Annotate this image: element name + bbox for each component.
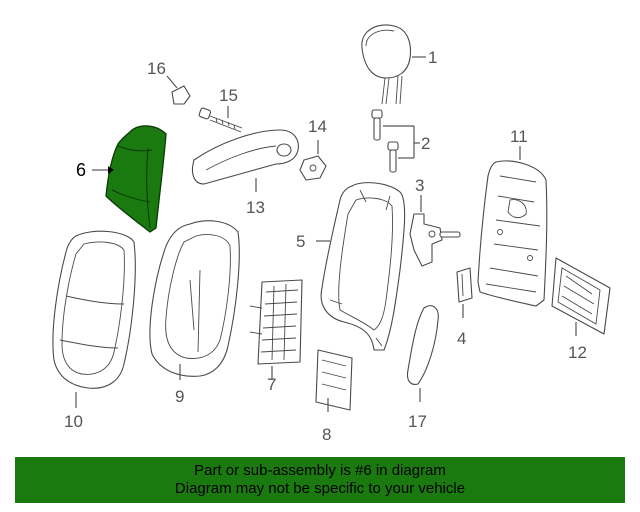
callout-9: 9 <box>175 387 184 406</box>
callout-6: 6 <box>76 160 86 180</box>
callout-15: 15 <box>219 86 238 105</box>
callout-4: 4 <box>457 329 466 348</box>
part-6-seatback-panel[interactable] <box>105 125 167 233</box>
part-3-bracket[interactable] <box>409 213 461 267</box>
part-16-cap[interactable] <box>171 85 191 105</box>
callout-5: 5 <box>296 232 305 251</box>
part-13-armrest[interactable] <box>191 129 299 185</box>
part-14-hinge[interactable] <box>299 155 327 181</box>
part-17-side-trim[interactable] <box>406 305 439 385</box>
part-2-headrest-guides[interactable] <box>371 109 399 173</box>
callout-2: 2 <box>421 134 430 153</box>
callout-11: 11 <box>510 127 528 146</box>
callout-7: 7 <box>267 375 276 394</box>
callout-8: 8 <box>322 425 331 444</box>
footer-line-2: Diagram may not be specific to your vehi… <box>174 480 466 497</box>
part-10-seatback-cover[interactable] <box>52 230 136 389</box>
callout-1: 1 <box>428 48 437 67</box>
callout-17: 17 <box>408 412 427 431</box>
callout-3: 3 <box>415 176 424 195</box>
callout-14: 14 <box>308 117 327 136</box>
callout-13: 13 <box>246 198 265 217</box>
callout-12: 12 <box>568 343 587 362</box>
seat-parts-diagram: 1 2 3 4 5 6 <box>52 24 611 444</box>
part-4-clip[interactable] <box>456 267 473 303</box>
part-1-headrest[interactable] <box>361 24 412 105</box>
part-9-seatback-pad[interactable] <box>149 220 240 377</box>
callout-10: 10 <box>64 412 83 431</box>
part-15-bolt[interactable] <box>198 107 243 133</box>
part-5-seatback-frame[interactable] <box>320 182 406 351</box>
part-11-back-panel[interactable] <box>477 160 548 307</box>
callout-16: 16 <box>147 59 166 78</box>
part-7-lumbar-mat[interactable] <box>249 279 303 365</box>
footer-line-1: Part or sub-assembly is #6 in diagram <box>194 462 446 479</box>
part-8-module[interactable] <box>315 349 353 411</box>
part-12-pocket-frame[interactable] <box>551 257 611 335</box>
footer-banner: Part or sub-assembly is #6 in diagram Di… <box>15 457 625 503</box>
